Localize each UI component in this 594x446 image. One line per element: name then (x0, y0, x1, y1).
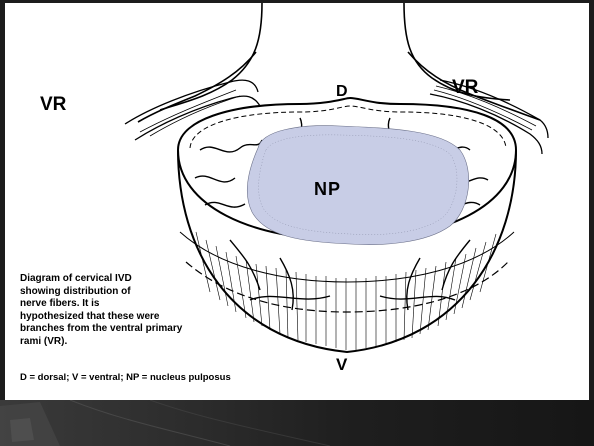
vr-right-label: VR (452, 77, 478, 99)
slide-footer-band (0, 400, 594, 446)
nucleus-pulposus (247, 126, 468, 245)
nucleus-label: NP (314, 179, 341, 200)
ventral-label: V (336, 355, 347, 375)
nerve-roots (138, 3, 540, 122)
footer-decoration (0, 400, 594, 446)
dorsal-label: D (336, 83, 348, 101)
caption-line: rami (VR). (20, 336, 250, 349)
diagram-legend: D = dorsal; V = ventral; NP = nucleus pu… (20, 372, 231, 383)
ventral-ramus-left (125, 80, 260, 140)
caption-line: hypothesized that these were (20, 311, 250, 324)
caption-line: branches from the ventral primary (20, 323, 250, 336)
caption-line: nerve fibers. It is (20, 298, 250, 311)
diagram-caption: Diagram of cervical IVD showing distribu… (20, 273, 250, 348)
vr-left-label: VR (40, 94, 66, 116)
caption-line: Diagram of cervical IVD (20, 273, 250, 286)
caption-line: showing distribution of (20, 286, 250, 299)
